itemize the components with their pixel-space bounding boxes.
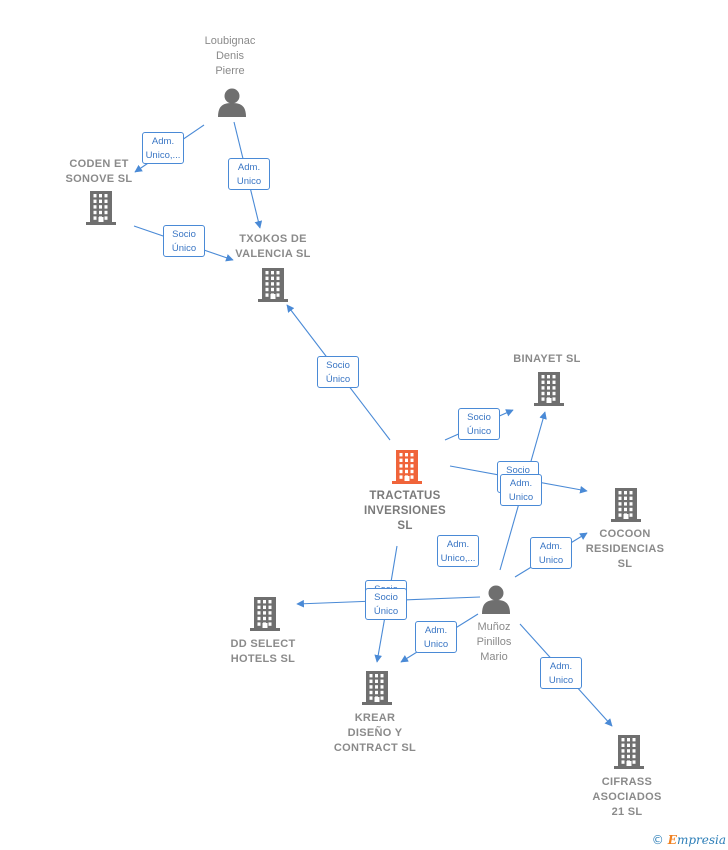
edge-label-loubignac-txokos: Adm. Unico: [228, 158, 270, 190]
munoz-person-icon[interactable]: [482, 585, 510, 615]
edge-label-loubignac-coden: Adm. Unico,...: [142, 132, 184, 164]
loubignac-person-icon[interactable]: [218, 88, 246, 118]
edge-label-munoz-krear: Adm. Unico: [415, 621, 457, 653]
brand-initial: E: [667, 833, 677, 847]
node-label-binayet[interactable]: BINAYET SL: [513, 353, 581, 365]
empresia-credit: ©Empresia: [652, 833, 726, 847]
edge-label-munoz-ddselect: Adm. Unico,...: [437, 535, 479, 567]
node-label-coden[interactable]: CODEN ET SONOVE SL: [65, 158, 133, 185]
txokos-building-icon[interactable]: [258, 268, 288, 302]
cocoon-building-icon[interactable]: [611, 488, 641, 522]
edge-label-tractatus-binayet: Socio Único: [458, 408, 500, 440]
ddselect-building-icon[interactable]: [250, 597, 280, 631]
node-label-tractatus[interactable]: TRACTATUS INVERSIONES SL: [364, 490, 446, 532]
tractatus-building-icon[interactable]: [392, 450, 422, 484]
copyright-symbol: ©: [651, 833, 664, 847]
node-label-cifrass[interactable]: CIFRASS ASOCIADOS 21 SL: [592, 776, 662, 818]
node-label-loubignac[interactable]: Loubignac Denis Pierre: [204, 35, 256, 77]
node-label-krear[interactable]: KREAR DISEÑO Y CONTRACT SL: [333, 712, 417, 754]
edge-label-coden-txokos: Socio Único: [163, 225, 205, 257]
node-label-txokos[interactable]: TXOKOS DE VALENCIA SL: [235, 233, 311, 260]
cifrass-building-icon[interactable]: [614, 735, 644, 769]
edge-label-munoz-binayet: Adm. Unico: [500, 474, 542, 506]
edge-label-munoz-cocoon: Adm. Unico: [530, 537, 572, 569]
node-label-ddselect[interactable]: DD SELECT HOTELS SL: [230, 638, 296, 665]
edge-label-tractatus-txokos: Socio Único: [317, 356, 359, 388]
node-label-cocoon[interactable]: COCOON RESIDENCIAS SL: [585, 528, 665, 570]
brand-name: mpresia: [676, 833, 726, 847]
node-label-munoz[interactable]: Muñoz Pinillos Mario: [476, 621, 512, 663]
edge-label-munoz-cifrass: Adm. Unico: [540, 657, 582, 689]
binayet-building-icon[interactable]: [534, 372, 564, 406]
coden-building-icon[interactable]: [86, 191, 116, 225]
krear-building-icon[interactable]: [362, 671, 392, 705]
edge-label-tractatus-krear: Socio Único: [365, 588, 407, 620]
